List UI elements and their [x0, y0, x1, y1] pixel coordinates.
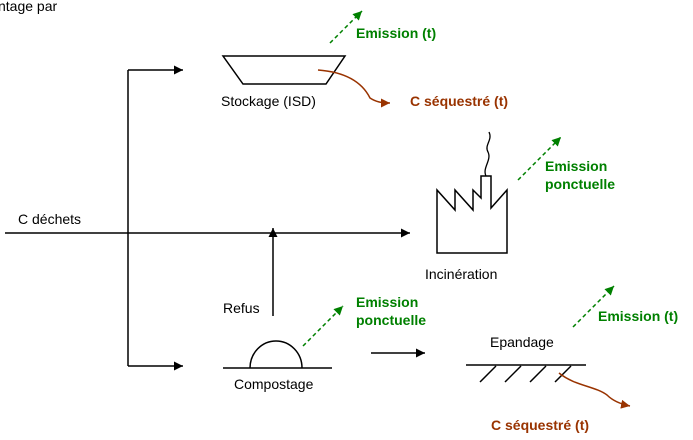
smoke-icon: [484, 131, 491, 177]
compostage-label: Compostage: [234, 376, 314, 392]
incineration-label: Incinération: [425, 266, 497, 282]
incineration-emission-label-1: Emission: [545, 158, 607, 174]
epandage-hatch: [479, 365, 572, 383]
epandage-sequestration-label: C séquestré (t): [491, 417, 589, 433]
compostage-emission-arrow: [302, 305, 344, 347]
compost-pile-symbol: [249, 340, 303, 369]
epandage-emission-label: Emission (t): [598, 308, 678, 324]
stockage-label: Stockage (ISD): [221, 93, 316, 109]
compostage-emission-label-1: Emission: [356, 294, 418, 310]
compostage-emission-label-2: ponctuelle: [356, 312, 426, 328]
incinerator-factory-icon: [436, 175, 508, 254]
refus-label: Refus: [223, 300, 260, 316]
epandage-label: Epandage: [490, 334, 554, 350]
stockage-emission-label: Emission (t): [356, 25, 436, 41]
stockage-emission-arrow: [329, 10, 363, 44]
epandage-emission-arrow: [572, 285, 615, 328]
top-fragment-text: ntage par: [0, 0, 57, 14]
input-label: C déchets: [18, 211, 81, 227]
incineration-emission-label-2: ponctuelle: [545, 176, 615, 192]
stockage-sequestration-arrow: [317, 69, 391, 108]
landfill-symbol: [221, 55, 347, 85]
incineration-emission-arrow: [517, 136, 562, 181]
stockage-sequestration-label: C séquestré (t): [410, 93, 508, 109]
epandage-sequestration-arrow: [558, 372, 631, 409]
